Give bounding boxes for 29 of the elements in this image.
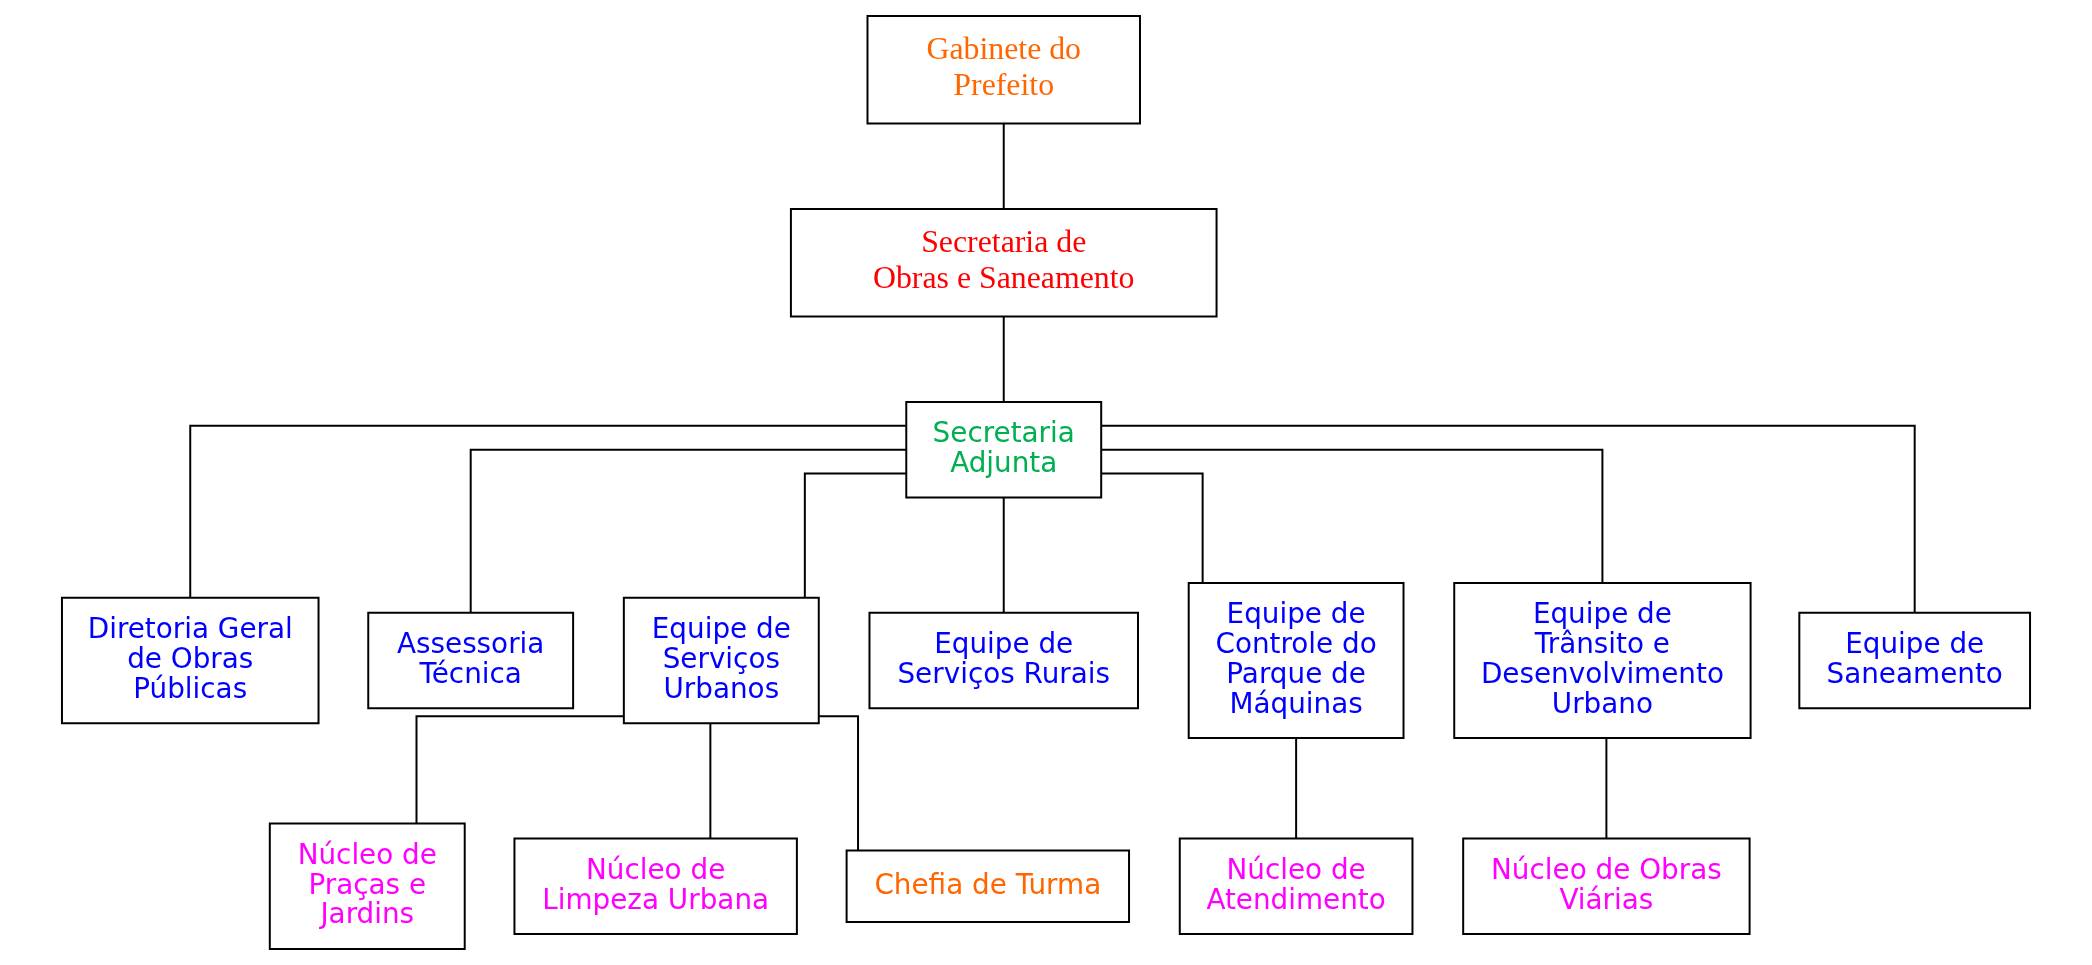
connector	[1100, 424, 1916, 614]
node-box: Chefia de Turma	[845, 849, 1131, 924]
node-box: Núcleo de Obras Viárias	[1462, 837, 1751, 935]
node-box: Núcleo de Praças e Jardins	[268, 822, 466, 950]
connector	[709, 722, 712, 840]
connector	[1100, 448, 1604, 584]
connector	[469, 448, 907, 614]
connector	[818, 715, 860, 852]
connector	[1605, 737, 1608, 840]
connector	[1002, 496, 1005, 614]
connector	[803, 472, 908, 599]
node-box: Equipe de Trânsito e Desenvolvimento Urbano	[1453, 581, 1752, 740]
node-box: Gabinete do Prefeito	[866, 15, 1141, 125]
node-box: Assessoria Técnica	[367, 611, 575, 710]
node-box: Secretaria de Obras e Saneamento	[789, 208, 1218, 318]
node-box: Equipe de Saneamento	[1798, 611, 2032, 710]
node-box: Equipe de Serviços Urbanos	[622, 596, 820, 725]
connector	[415, 715, 625, 824]
node-box: Núcleo de Limpeza Urbana	[513, 837, 798, 935]
node-box: Núcleo de Atendimento	[1178, 837, 1414, 935]
node-box: Equipe de Serviços Rurais	[868, 611, 1139, 710]
connector	[1002, 122, 1005, 210]
connector	[189, 424, 907, 599]
connector	[1295, 737, 1298, 840]
connector	[1100, 472, 1204, 584]
node-box: Equipe de Controle do Parque de Máquinas	[1187, 581, 1405, 740]
node-box: Secretaria Adjunta	[905, 400, 1103, 499]
node-box: Diretoria Geral de Obras Públicas	[60, 596, 320, 725]
connector	[1002, 315, 1005, 403]
